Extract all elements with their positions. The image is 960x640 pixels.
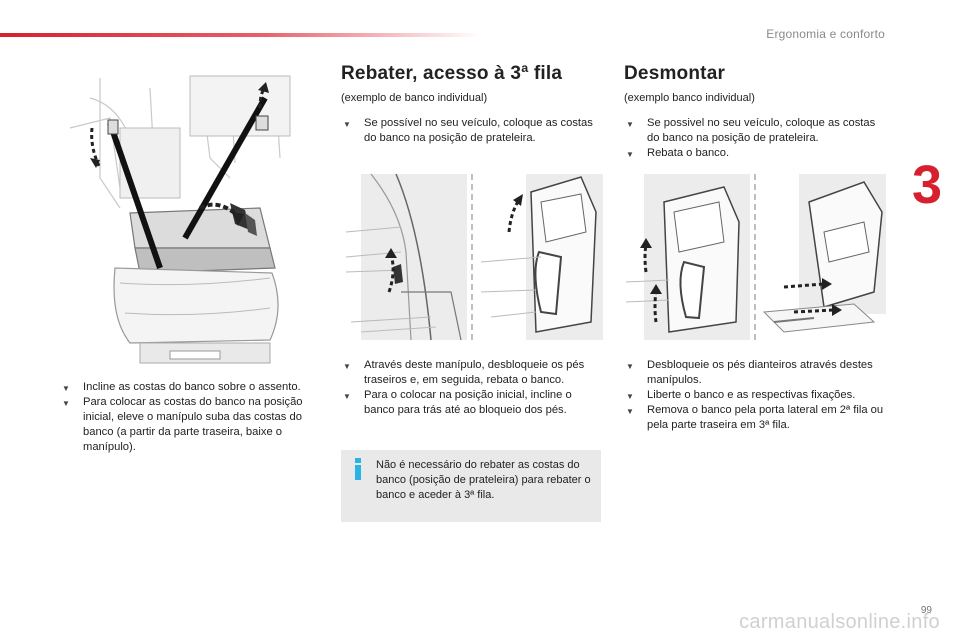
triangle-bullet-icon: ▼ <box>626 392 634 401</box>
triangle-bullet-icon: ▼ <box>626 150 634 159</box>
list-item: ▼Se possivel no seu veículo, coloque as … <box>626 117 876 144</box>
middle-column: Rebater, acesso à 3ª fila (exemplo de ba… <box>341 63 603 146</box>
section-title: Ergonomia e conforto <box>766 27 885 41</box>
seat-unlock-rear-feet-illustration <box>341 172 603 342</box>
left-instructions: ▼Incline as costas do banco sobre o asse… <box>60 380 322 455</box>
list-item: ▼Se possível no seu veículo, coloque as … <box>343 117 593 144</box>
right-instructions: ▼Desbloqueie os pés dianteiros através d… <box>624 358 886 433</box>
triangle-bullet-icon: ▼ <box>626 362 634 371</box>
triangle-bullet-icon: ▼ <box>626 120 634 129</box>
seat-backrest-illustration <box>60 68 318 368</box>
example-note: (exemplo de banco individual) <box>341 92 488 104</box>
list-item: ▼Remova o banco pela porta lateral em 2ª… <box>626 404 884 431</box>
triangle-bullet-icon: ▼ <box>343 392 351 401</box>
triangle-bullet-icon: ▼ <box>626 407 634 416</box>
list-item: ▼Rebata o banco. <box>624 146 886 161</box>
triangle-bullet-icon: ▼ <box>343 362 351 371</box>
list-item: ▼Através deste manípulo, desbloqueie os … <box>343 359 585 386</box>
page-number: 99 <box>920 605 932 616</box>
watermark: carmanualsonline.info <box>739 611 940 633</box>
middle-instructions: ▼Através deste manípulo, desbloqueie os … <box>341 358 603 418</box>
list-item: ▼Para o colocar na posição inicial, incl… <box>343 389 572 416</box>
triangle-bullet-icon: ▼ <box>62 384 70 393</box>
header-accent-bar <box>0 33 480 37</box>
triangle-bullet-icon: ▼ <box>62 399 70 408</box>
right-column: Desmontar (exemplo banco individual) ▼Se… <box>624 63 886 161</box>
info-box: Não é necessário do rebater as costas do… <box>341 450 601 522</box>
info-note-text: Não é necessário do rebater as costas do… <box>376 459 591 501</box>
list-item: ▼Para colocar as costas do banco na posi… <box>62 396 303 453</box>
chapter-number: 3 <box>911 155 942 215</box>
example-note: (exemplo banco individual) <box>624 92 755 104</box>
seat-removal-illustration <box>624 172 886 342</box>
list-item: ▼Incline as costas do banco sobre o asse… <box>60 380 322 395</box>
section-heading-desmontar: Desmontar <box>624 63 726 84</box>
section-heading-rebater: Rebater, acesso à 3ª fila <box>341 63 563 84</box>
list-item: ▼Desbloqueie os pés dianteiros através d… <box>626 359 873 386</box>
list-item: ▼Liberte o banco e as respectivas fixaçõ… <box>624 388 886 403</box>
info-icon <box>355 458 361 480</box>
triangle-bullet-icon: ▼ <box>343 120 351 129</box>
